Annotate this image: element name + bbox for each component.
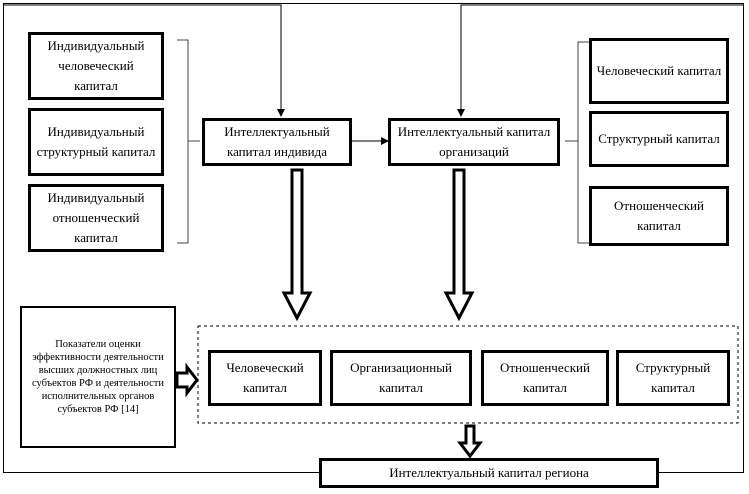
- hollow-arrow-left: [281, 168, 313, 322]
- box-indicators: Показатели оценки эффективности деятельн…: [20, 306, 176, 448]
- hollow-arrow-right: [443, 168, 475, 322]
- box-region-intellectual-capital: Интеллектуальный капитал региона: [319, 458, 659, 488]
- box-region-organizational-capital: Организационный капитал: [330, 350, 472, 406]
- box-relational-capital: Отношенческий капитал: [589, 186, 729, 246]
- right-brace: [565, 41, 589, 244]
- box-individual-relational-capital: Индивидуальный отношенческий капитал: [28, 184, 164, 252]
- hollow-arrow-region: [456, 424, 484, 459]
- box-individual-human-capital: Индивидуальный человеческий капитал: [28, 32, 164, 100]
- box-individual-intellectual-capital: Интеллектуальный капитал индивида: [202, 118, 352, 166]
- box-individual-structural-capital: Индивидуальный структурный капитал: [28, 108, 164, 176]
- box-organization-intellectual-capital: Интеллектуальный капитал организаций: [388, 118, 560, 166]
- top-feed-arrow-organization: [457, 4, 744, 117]
- hollow-arrow-indicators: [175, 362, 199, 398]
- box-region-relational-capital: Отношенческий капитал: [481, 350, 609, 406]
- region-components-group: [197, 325, 739, 424]
- box-human-capital: Человеческий капитал: [589, 38, 729, 104]
- box-structural-capital: Структурный капитал: [589, 111, 729, 167]
- top-feed-arrow-individual: [3, 4, 285, 117]
- box-region-structural-capital: Структурный капитал: [616, 350, 730, 406]
- left-brace: [177, 39, 200, 244]
- box-region-human-capital: Человеческий капитал: [208, 350, 322, 406]
